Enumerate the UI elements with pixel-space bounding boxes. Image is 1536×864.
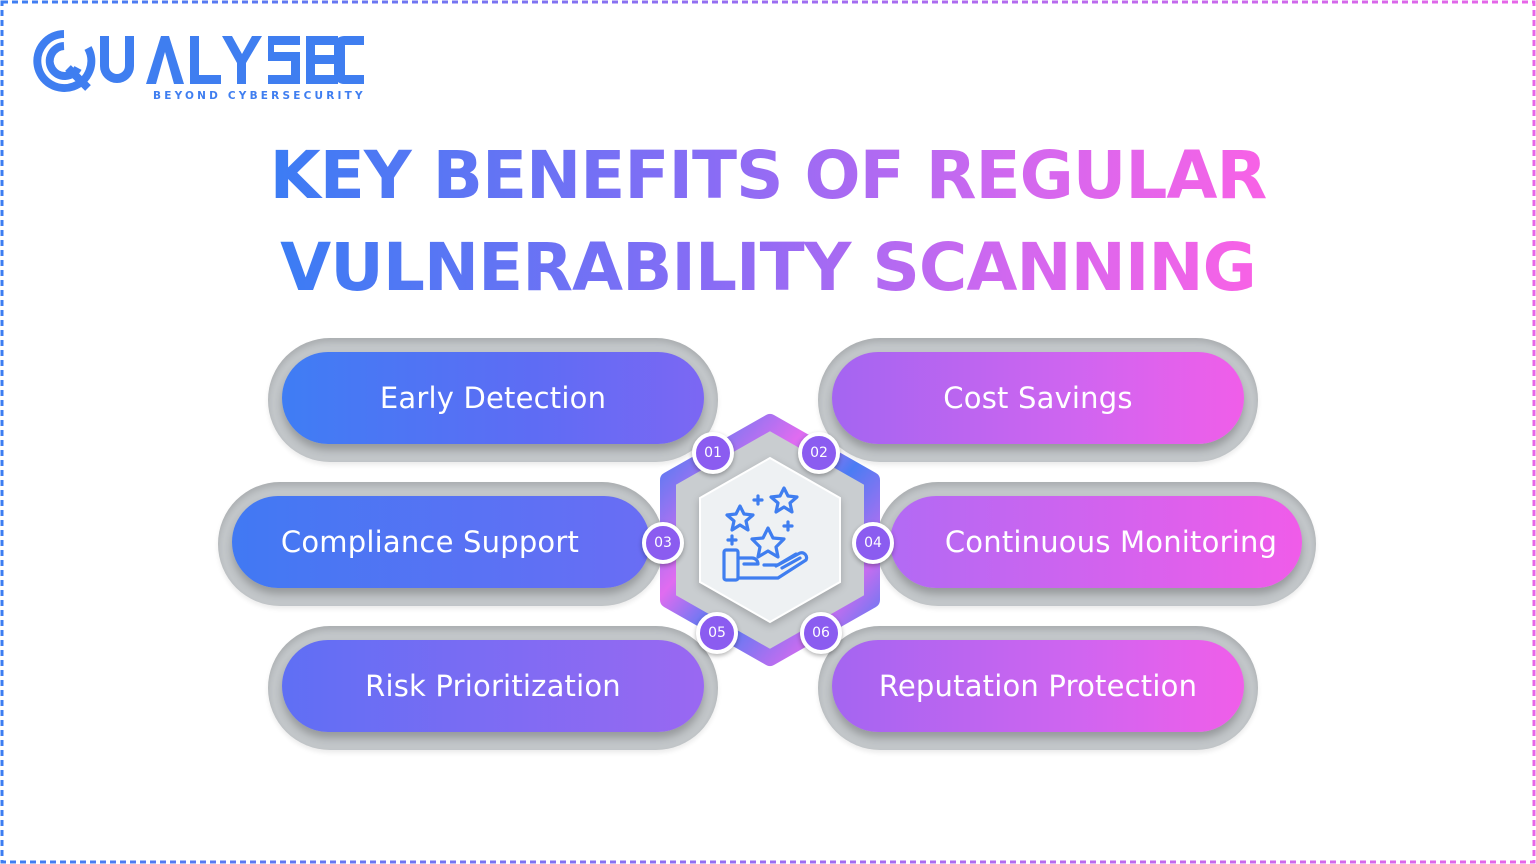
- benefit-label: Cost Savings: [943, 381, 1133, 415]
- benefit-pill: Cost Savings: [832, 352, 1244, 444]
- hand-holding-stars-icon: [722, 486, 809, 582]
- benefit-pill: Risk Prioritization: [282, 640, 704, 732]
- title-line-1: KEY BENEFITS OF REGULAR: [270, 130, 1268, 222]
- benefit-card-risk-prioritization: Risk Prioritization: [268, 626, 718, 750]
- center-hexagon: 01 02 03 04 05 06: [640, 410, 900, 670]
- brand-tagline: BEYOND CYBERSECURITY: [153, 90, 366, 102]
- benefit-pill: Reputation Protection: [832, 640, 1244, 732]
- benefit-label: Risk Prioritization: [365, 669, 621, 703]
- benefit-card-cost-savings: Cost Savings: [818, 338, 1258, 462]
- badge-01: 01: [692, 432, 734, 474]
- badge-06: 06: [800, 612, 842, 654]
- benefit-pill: Early Detection: [282, 352, 704, 444]
- page-title: KEY BENEFITS OF REGULAR VULNERABILITY SC…: [0, 130, 1536, 314]
- benefit-card-continuous-monitoring: Continuous Monitoring: [876, 482, 1316, 606]
- benefit-card-reputation-protection: Reputation Protection: [818, 626, 1258, 750]
- badge-03: 03: [642, 522, 684, 564]
- qualysec-logo: BEYOND CYBERSECURITY: [30, 28, 370, 106]
- benefit-pill: Continuous Monitoring: [890, 496, 1302, 588]
- benefit-label: Continuous Monitoring: [944, 525, 1278, 559]
- benefit-card-early-detection: Early Detection: [268, 338, 718, 462]
- benefit-label: Early Detection: [379, 381, 607, 415]
- benefit-card-compliance-support: Compliance Support: [218, 482, 664, 606]
- qualysec-wordmark: [33, 30, 364, 92]
- benefit-label: Reputation Protection: [878, 669, 1198, 703]
- badge-05: 05: [696, 612, 738, 654]
- benefit-label: Compliance Support: [280, 525, 580, 559]
- badge-04: 04: [852, 522, 894, 564]
- title-line-2: VULNERABILITY SCANNING: [280, 222, 1257, 314]
- benefit-pill: Compliance Support: [232, 496, 650, 588]
- badge-02: 02: [798, 432, 840, 474]
